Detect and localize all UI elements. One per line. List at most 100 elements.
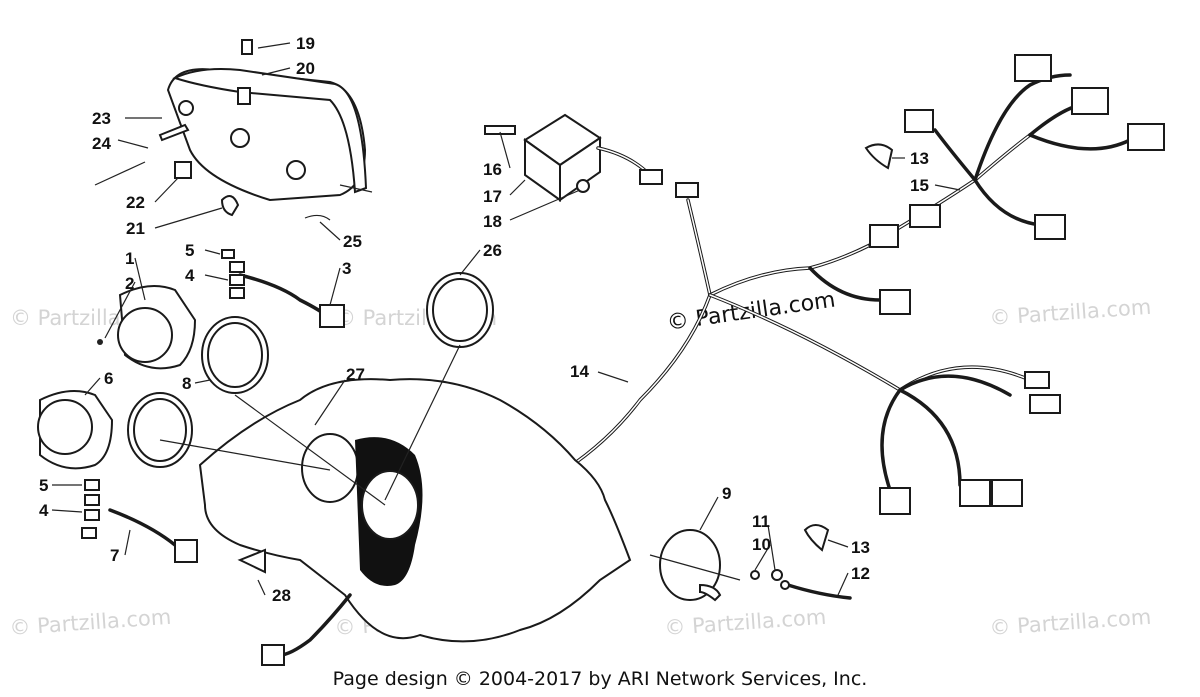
harness-connector-e: [904, 109, 934, 133]
speedometer-face: [37, 399, 93, 455]
bulb-5-top: [221, 249, 235, 259]
bulb-21: [220, 195, 240, 217]
connector-7: [174, 539, 198, 563]
harness-connector-c: [1071, 87, 1109, 115]
callout-14: 14: [570, 362, 589, 381]
footer-copyright: Page design © 2004-2017 by ARI Network S…: [332, 668, 868, 690]
callout-4-top: 4: [185, 266, 195, 285]
callout-7: 7: [110, 546, 119, 565]
gauge-assembly: [37, 272, 494, 470]
callout-24: 24: [92, 134, 111, 153]
decal-28: [237, 548, 266, 574]
harness-connector-a: [869, 224, 899, 248]
socket-4-top-c: [229, 287, 245, 299]
callout-labels: 19 20 23 24 22 21 25 16 17 18 26 13 15 1…: [39, 34, 929, 605]
harness-connector-m: [991, 479, 1023, 507]
callout-28: 28: [272, 586, 291, 605]
adjuster-rod: [94, 161, 146, 186]
tachometer-face: [117, 307, 173, 363]
watermark-bottom-right: © Partzilla.com: [989, 605, 1152, 640]
dash-panel: [198, 378, 632, 666]
callout-27: 27: [346, 365, 365, 384]
watermark-bottom-left: © Partzilla.com: [9, 605, 172, 640]
nut-11: [771, 569, 783, 581]
callout-8: 8: [182, 374, 191, 393]
harness-connector-b: [1014, 54, 1052, 82]
callout-15: 15: [910, 176, 929, 195]
socket-4-top-a: [229, 261, 245, 273]
dash-gauge-opening-right: [361, 470, 419, 540]
connector-3: [319, 304, 345, 328]
bezel-stud: [649, 554, 741, 581]
socket-4-bottom-d: [81, 527, 97, 539]
indicator-bulb-2: [97, 339, 103, 345]
bulb-socket-left: [178, 100, 194, 116]
dash-gauge-opening-left: [301, 433, 359, 503]
harness-connector-g: [1034, 214, 1066, 240]
callout-13-top: 13: [910, 149, 929, 168]
watermark-right: © Partzilla.com: [989, 295, 1152, 330]
gauge-wiring: [81, 249, 345, 563]
headlight-fastener: [241, 39, 253, 55]
harness-connector-top: [675, 182, 699, 198]
callout-26: 26: [483, 241, 502, 260]
regulator-nut: [576, 179, 590, 193]
clamp-13-top: [864, 143, 894, 170]
callout-17: 17: [483, 187, 502, 206]
callout-13-bottom: 13: [851, 538, 870, 557]
harness-connector-d: [1127, 123, 1165, 151]
bulb-22: [174, 161, 192, 179]
callout-3: 3: [342, 259, 351, 278]
socket-4-bottom-c: [84, 509, 100, 521]
gauge-bezel-8-lower-inner: [133, 398, 187, 462]
callout-5-top: 5: [185, 241, 194, 260]
callout-11: 11: [752, 512, 770, 531]
callout-12: 12: [851, 564, 870, 583]
callout-6: 6: [104, 369, 113, 388]
harness-connector-j: [1029, 394, 1061, 414]
callout-25: 25: [343, 232, 362, 251]
callout-16: 16: [483, 160, 502, 179]
harness-connector-i: [1024, 371, 1050, 389]
bulb-socket-right: [286, 160, 306, 180]
gauge-bezel-26-inner: [432, 278, 488, 342]
callout-20: 20: [296, 59, 315, 78]
harness-connector-l: [959, 479, 991, 507]
harness-connector-k: [879, 487, 911, 515]
harness-connector-h: [879, 289, 911, 315]
callout-9: 9: [722, 484, 731, 503]
socket-4-top-b: [229, 274, 245, 286]
regulator-front: [559, 136, 601, 202]
bezel-assembly: [649, 524, 852, 602]
leader-lines: [51, 42, 961, 596]
callout-10: 10: [752, 535, 771, 554]
headlight-lens: [172, 68, 368, 194]
dash-connector: [261, 644, 285, 666]
clamp-13-bottom: [803, 524, 830, 552]
harness-connector-f: [909, 204, 941, 228]
callout-23: 23: [92, 109, 111, 128]
wire-harness: [563, 54, 1165, 515]
wire-25: [304, 214, 331, 221]
callout-4-bottom: 4: [39, 501, 49, 520]
headlight-clip: [237, 87, 251, 105]
socket-4-bottom-b: [84, 494, 100, 506]
callout-22: 22: [126, 193, 145, 212]
watermark-bottom-mid-right: © Partzilla.com: [664, 605, 827, 640]
regulator-connector: [639, 169, 663, 185]
cable-12-end: [780, 580, 790, 590]
callout-2: 2: [125, 274, 134, 293]
bulb-socket-mid: [230, 128, 250, 148]
washer-10: [750, 570, 760, 580]
socket-4-bottom-a: [84, 479, 100, 491]
callout-21: 21: [126, 219, 145, 238]
headlight-assembly: [94, 39, 373, 221]
headlight-rod: [339, 184, 373, 193]
gauge-bezel-8-upper-inner: [207, 322, 263, 388]
callout-1: 1: [125, 249, 134, 268]
adjuster-spring: [158, 123, 190, 142]
callout-5-bottom: 5: [39, 476, 48, 495]
bezel-9-tab: [699, 583, 722, 602]
bezel-9: [659, 529, 721, 601]
